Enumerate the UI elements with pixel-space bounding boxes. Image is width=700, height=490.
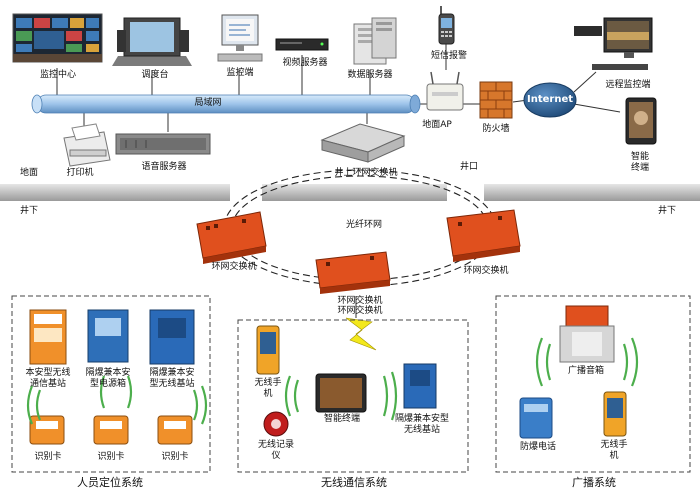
data-server-label: 数据服务器	[347, 70, 393, 80]
ground-surface	[0, 184, 700, 201]
lan-drops	[56, 42, 621, 132]
ring-switch-surface	[320, 123, 406, 163]
id-card-1-label: 识别卡	[34, 452, 62, 462]
data-server	[353, 17, 397, 65]
underground-left-label: 井下	[20, 206, 39, 216]
wireless-base-label: 本安型无线通信基站	[25, 368, 71, 389]
wireless-base2-label: 隔爆兼本安型无线基站	[149, 368, 195, 389]
monitor-center-screen	[12, 13, 103, 63]
fiber-ring-label: 光纤环网	[345, 220, 383, 230]
wireless-base-station-label: 隔爆兼本安型无线基站	[394, 414, 449, 435]
sms-alarm-label: 短信报警	[430, 51, 468, 61]
smart-terminal-tablet	[625, 97, 657, 145]
broadcast-speaker-label: 广播音箱	[567, 366, 605, 376]
smart-terminal-label: 智能终端	[630, 152, 649, 173]
dispatch-desk-label: 调度台	[141, 70, 169, 80]
printer	[63, 123, 111, 167]
ex-phone-label: 防爆电话	[519, 442, 557, 452]
remote-monitor-terminal	[574, 17, 653, 70]
wireless-smart-terminal-label: 智能终端	[323, 414, 361, 424]
wireless-phone-label: 无线手机	[254, 378, 282, 399]
monitor-center-label: 监控中心	[39, 70, 77, 80]
power-box-label: 隔爆兼本安型电源箱	[85, 368, 131, 389]
wellhead-label: 井口	[460, 162, 479, 172]
remote-monitor-label: 远程监控端	[605, 80, 651, 90]
firewall-label: 防火墙	[482, 124, 510, 134]
internet-label: Internet	[526, 94, 574, 105]
ring-switches-underground	[196, 209, 521, 294]
ground-ap	[426, 71, 464, 111]
id-card-3-label: 识别卡	[161, 452, 189, 462]
video-server-label: 视频服务器	[282, 58, 328, 68]
ring-switch-right-label: 环网交换机	[463, 266, 509, 276]
ring-switch-bottom-label: 环网交换机	[337, 306, 383, 316]
ring-switch-mid-label: 环网交换机	[337, 296, 383, 306]
lan-label: 局域网	[194, 98, 222, 108]
wireless-devices	[256, 325, 437, 437]
underground-right-label: 井下	[658, 206, 677, 216]
internet-cloud	[523, 82, 577, 118]
ground-ap-label: 地面AP	[422, 120, 452, 130]
wireless-system-title: 无线通信系统	[321, 476, 387, 489]
personnel-devices	[29, 309, 195, 445]
firewall	[479, 81, 513, 119]
dispatch-desk	[112, 17, 192, 66]
broadcast-devices	[519, 305, 627, 439]
broadcast-phone-label: 无线手机	[600, 440, 628, 461]
sms-alarm-phone	[438, 6, 455, 45]
signal-arcs	[26, 337, 639, 425]
video-server	[275, 38, 329, 51]
id-card-2-label: 识别卡	[97, 452, 125, 462]
broadcast-system-title: 广播系统	[572, 476, 616, 489]
voice-server	[115, 133, 211, 155]
printer-label: 打印机	[66, 168, 94, 178]
ring-switch-up-label: 井上环网交换机	[334, 168, 398, 178]
surface-label: 地面	[20, 168, 39, 178]
wireless-bolt	[345, 317, 377, 351]
wireless-recorder-label: 无线记录仪	[257, 440, 294, 461]
voice-server-label: 语音服务器	[141, 162, 187, 172]
monitor-terminal	[217, 14, 263, 62]
ring-switch-left-label: 环网交换机	[211, 262, 257, 272]
monitor-terminal-label: 监控端	[226, 68, 254, 78]
lan-pipe	[31, 94, 421, 114]
personnel-system-title: 人员定位系统	[77, 476, 143, 489]
system-boxes	[11, 295, 691, 473]
